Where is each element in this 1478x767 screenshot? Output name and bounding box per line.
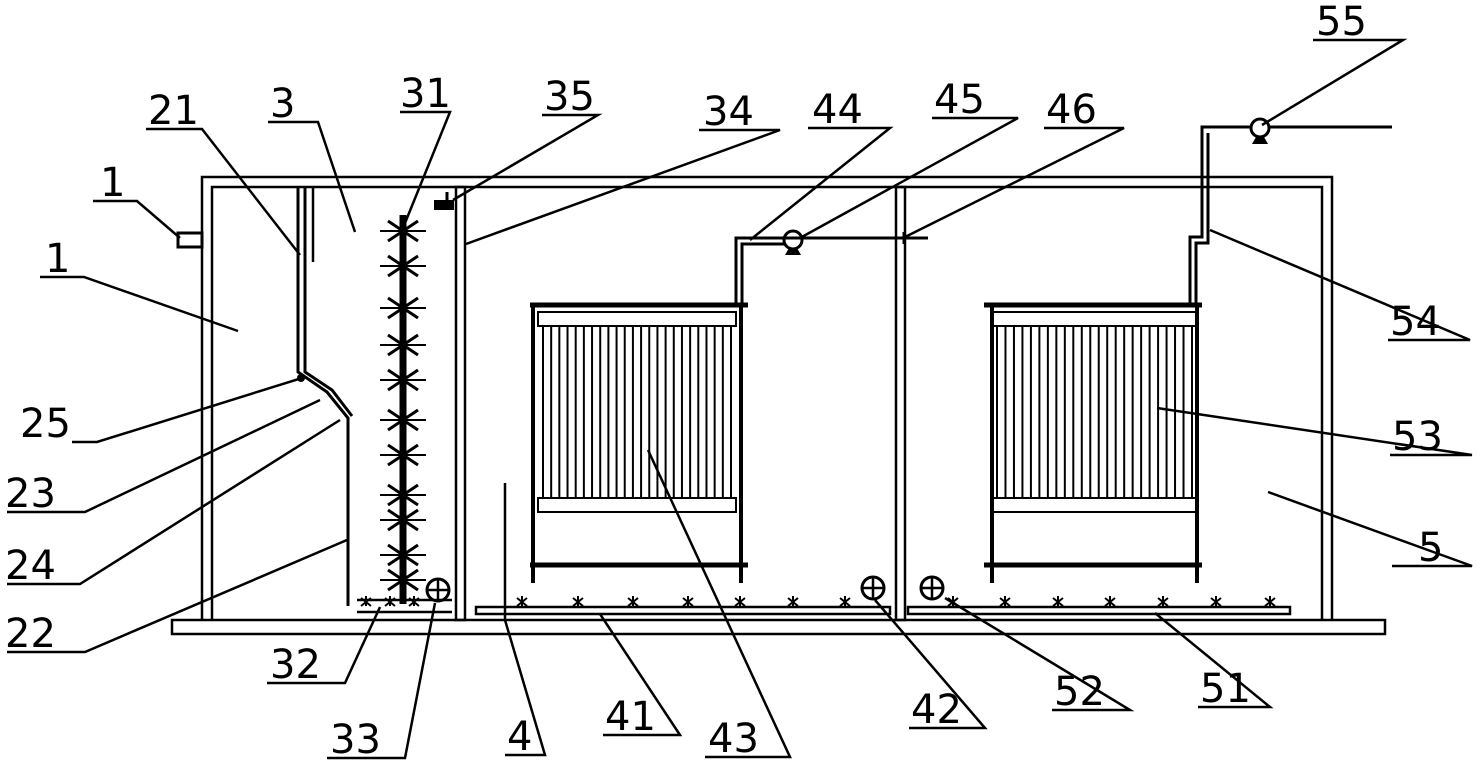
leader-lines (7, 38, 1473, 760)
label-tank-1: 1 (45, 236, 70, 282)
labels: 1 1 21 25 23 24 22 3 31 35 34 44 45 46 5… (5, 0, 1443, 763)
label-doser-35: 35 (544, 74, 595, 120)
label-aerator-41: 41 (605, 694, 656, 740)
diffuser-mark (408, 596, 420, 607)
label-joint-25: 25 (20, 401, 71, 447)
transfer-pipe (296, 187, 354, 606)
label-membrane-53: 53 (1392, 414, 1443, 460)
partition-3-4 (454, 185, 467, 622)
diffuser-mark (734, 596, 746, 607)
valve-52 (919, 575, 945, 601)
pump-55 (1249, 117, 1271, 144)
label-pipe-22: 22 (5, 611, 56, 657)
label-valve-52: 52 (1054, 669, 1105, 715)
diffuser-mark (1264, 596, 1276, 607)
diffuser-mark (1052, 596, 1064, 607)
membrane-module-43 (530, 302, 748, 583)
tank-structure (170, 175, 1387, 636)
label-tank-4: 4 (507, 714, 532, 760)
pump-45 (782, 229, 804, 255)
label-pump-45: 45 (934, 77, 985, 123)
diffuser-mark (787, 596, 799, 607)
label-valve-33: 33 (330, 717, 381, 763)
label-pipe-44: 44 (812, 87, 863, 133)
outlet-line-54 (1188, 125, 1392, 305)
base-slab (170, 618, 1387, 636)
label-aerator-51: 51 (1200, 666, 1251, 712)
membrane-module-53 (984, 302, 1202, 583)
label-pipe-21: 21 (148, 88, 199, 134)
label-inlet-pipe: 1 (100, 160, 125, 206)
diffuser-mark (627, 596, 639, 607)
diffuser-mark (1104, 596, 1116, 607)
aerator-41 (474, 596, 892, 616)
suction-line-44 (734, 232, 928, 305)
diffuser-mark (360, 596, 372, 607)
outer-wall (200, 175, 1334, 620)
doser-35 (434, 192, 454, 210)
label-pump-55: 55 (1316, 0, 1367, 45)
label-elbow-24: 24 (5, 543, 56, 589)
label-pipe-46: 46 (1046, 87, 1097, 133)
mixer-31 (380, 215, 426, 604)
diffuser-mark (999, 596, 1011, 607)
label-mixer-31: 31 (400, 71, 451, 117)
label-pipe-54: 54 (1390, 299, 1441, 345)
aerator-51 (906, 596, 1292, 616)
label-membrane-43: 43 (708, 716, 759, 762)
label-tank-5: 5 (1418, 525, 1443, 571)
diffuser-mark (1210, 596, 1222, 607)
label-elbow-23: 23 (5, 471, 56, 517)
inner-wall (210, 185, 1324, 620)
valve-33 (425, 577, 451, 603)
partition-4-5 (894, 185, 907, 622)
diffuser-mark (516, 596, 528, 607)
diffuser-mark (839, 596, 851, 607)
inlet-pipe (176, 231, 204, 249)
label-overflow-34: 34 (703, 89, 754, 135)
valve-42 (860, 575, 886, 601)
diffuser-mark (572, 596, 584, 607)
label-valve-42: 42 (911, 687, 962, 733)
label-aerator-32: 32 (270, 642, 321, 688)
diffuser-mark (384, 596, 396, 607)
diffuser-mark (682, 596, 694, 607)
label-tank-3: 3 (270, 81, 295, 127)
diffuser-mark (1157, 596, 1169, 607)
